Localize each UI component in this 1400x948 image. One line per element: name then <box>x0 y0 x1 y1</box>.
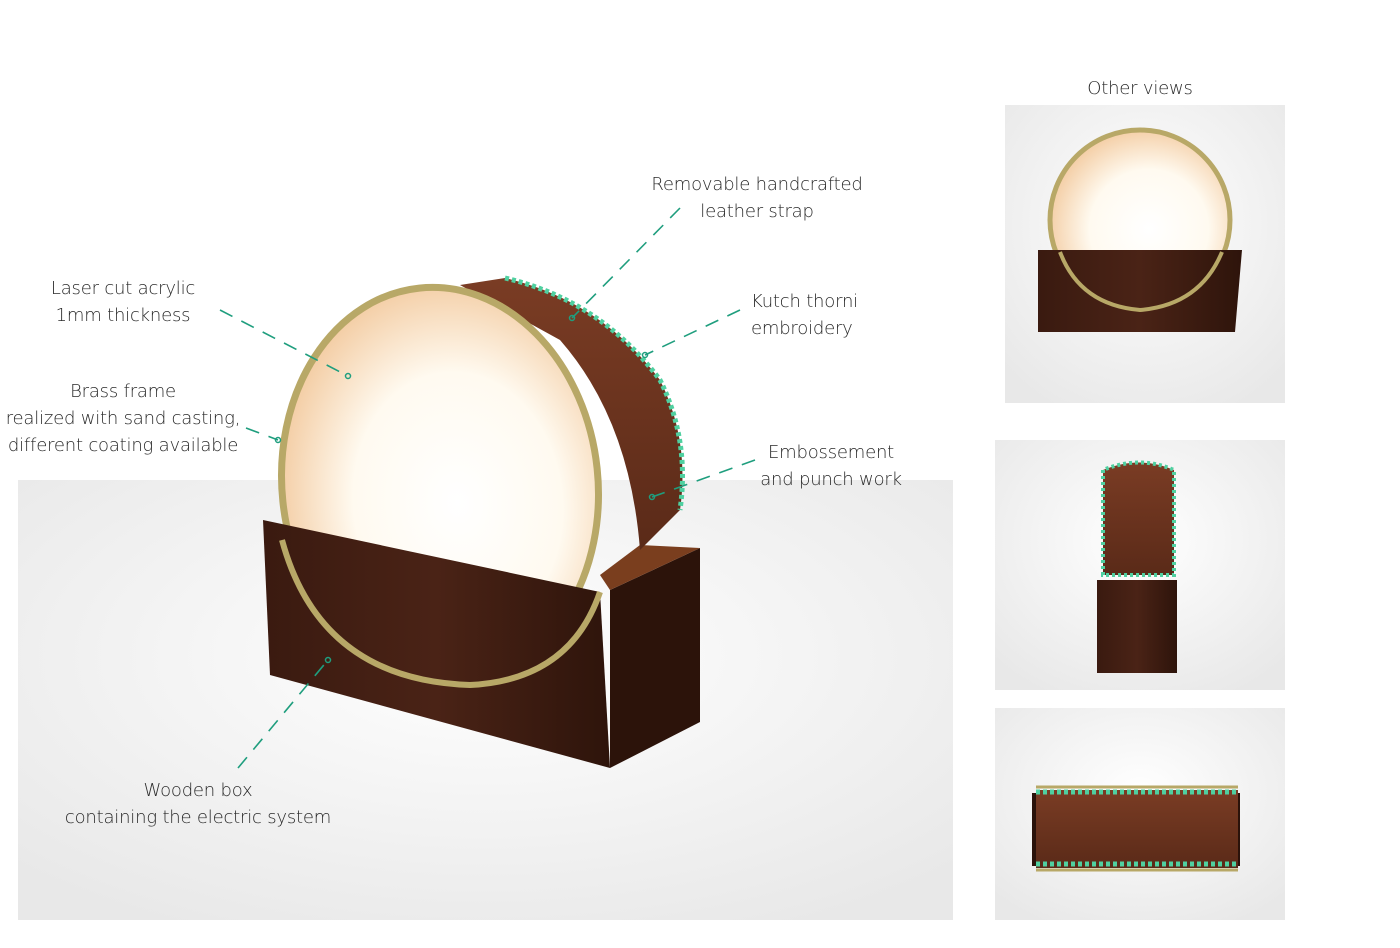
label-wooden-box: Wooden box containing the electric syste… <box>58 777 338 831</box>
other-views-title: Other views <box>1087 78 1193 99</box>
label-line: Laser cut acrylic <box>50 278 196 299</box>
label-acrylic: Laser cut acrylic 1mm thickness <box>23 275 223 329</box>
front-view <box>1005 105 1285 403</box>
label-line: leather strap <box>700 201 814 222</box>
box-top <box>600 545 700 590</box>
top-view <box>995 708 1285 920</box>
wooden-box-front <box>263 520 610 768</box>
label-brass-frame: Brass frame realized with sand casting, … <box>3 378 243 459</box>
leader-dots <box>274 314 656 664</box>
main-lamp-render <box>263 275 700 768</box>
leader-lines <box>219 207 756 769</box>
label-line: Wooden box <box>143 780 253 801</box>
box-side <box>610 548 700 768</box>
label-line: and punch work <box>760 469 902 490</box>
label-line: Embossement <box>767 442 895 463</box>
label-embossement: Embossement and punch work <box>741 439 921 493</box>
label-line: Brass frame <box>70 381 176 402</box>
label-line: different coating available <box>7 435 239 456</box>
label-line: 1mm thickness <box>55 305 191 326</box>
label-line: containing the electric system <box>64 807 332 828</box>
label-leather-strap: Removable handcrafted leather strap <box>630 171 884 225</box>
side-view <box>995 440 1285 690</box>
label-line: Removable handcrafted <box>651 174 863 195</box>
label-line: embroidery <box>751 318 853 339</box>
label-line: Kutch thorni <box>751 291 858 312</box>
label-line: realized with sand casting, <box>5 408 241 429</box>
label-embroidery: Kutch thorni embroidery <box>751 288 858 342</box>
